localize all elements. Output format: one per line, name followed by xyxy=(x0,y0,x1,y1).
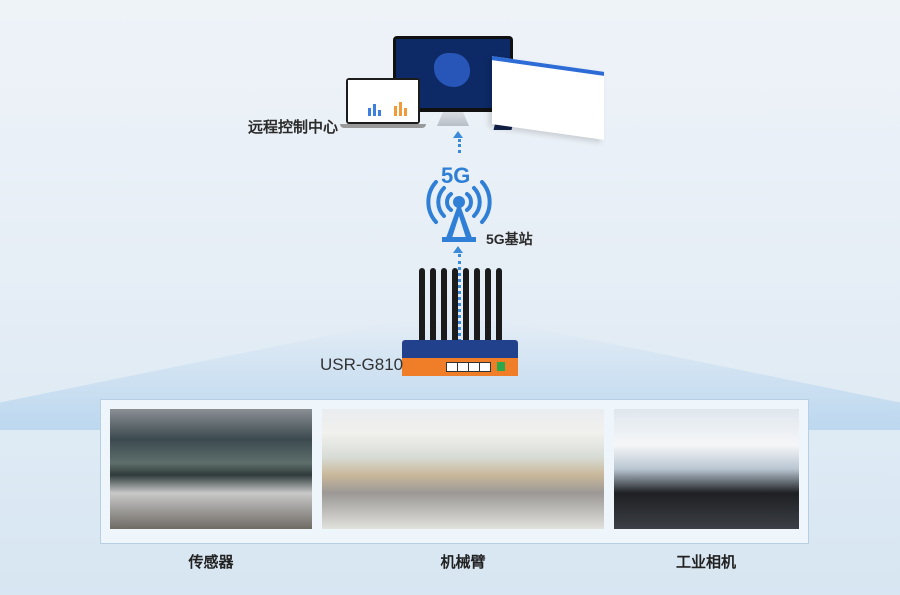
robot-arm-photo xyxy=(322,409,604,529)
dotted-connector xyxy=(458,139,461,153)
monitor-stand xyxy=(437,112,469,126)
device-label-robot-arm: 机械臂 xyxy=(440,554,486,571)
laptop-icon xyxy=(346,78,420,124)
arrow-up-icon-2 xyxy=(453,246,463,253)
cell-tower-icon xyxy=(426,180,492,242)
router-model-label: USR-G810 xyxy=(320,355,404,374)
device-label-sensor: 传感器 xyxy=(188,554,234,571)
remote-control-center-label: 远程控制中心 xyxy=(248,119,339,136)
base-station-label: 5G基站 xyxy=(486,231,533,247)
industrial-camera-photo xyxy=(614,409,799,529)
sensor-photo xyxy=(110,409,312,529)
laptop-base xyxy=(340,124,426,128)
arrow-up-icon xyxy=(453,131,463,138)
device-label-industrial-camera: 工业相机 xyxy=(675,554,736,571)
dotted-connector-2 xyxy=(458,254,461,354)
signal-5g-label: 5G xyxy=(441,163,471,188)
